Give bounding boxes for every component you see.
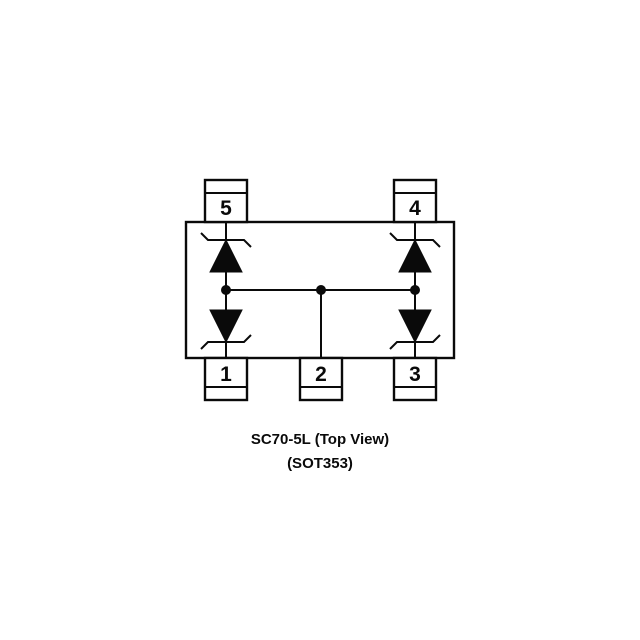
common-node-wiring: [221, 285, 420, 358]
zener-diode-top-right-icon: [398, 238, 432, 273]
junction-dot-right: [410, 285, 420, 295]
pin-1-lead: [203, 356, 249, 402]
zener-cathode-bar-bottom-left-icon: [200, 334, 252, 350]
junction-dot-center: [316, 285, 326, 295]
pin-4: 4: [392, 178, 438, 224]
zener-diode-bottom-right-icon: [398, 309, 432, 344]
pin-2-number: 2: [315, 363, 327, 386]
pin-5-number: 5: [220, 197, 232, 220]
right-diode-branch: [389, 222, 441, 358]
caption-package-name: SC70-5L (Top View): [251, 431, 389, 448]
caption-package-alt-name: (SOT353): [287, 455, 353, 472]
pin-3: 3: [392, 356, 438, 402]
zener-cathode-bar-bottom-right-icon: [389, 334, 441, 350]
pin-3-number: 3: [409, 363, 421, 386]
pin-1: 1: [203, 356, 249, 402]
left-diode-branch: [200, 222, 252, 358]
junction-dot-left: [221, 285, 231, 295]
zener-diode-top-left-icon: [209, 238, 243, 273]
pin-1-number: 1: [220, 363, 232, 386]
zener-diode-bottom-left-icon: [209, 309, 243, 344]
pin-4-number: 4: [409, 197, 421, 220]
pin-2: 2: [298, 356, 344, 402]
pin-5: 5: [203, 178, 249, 224]
